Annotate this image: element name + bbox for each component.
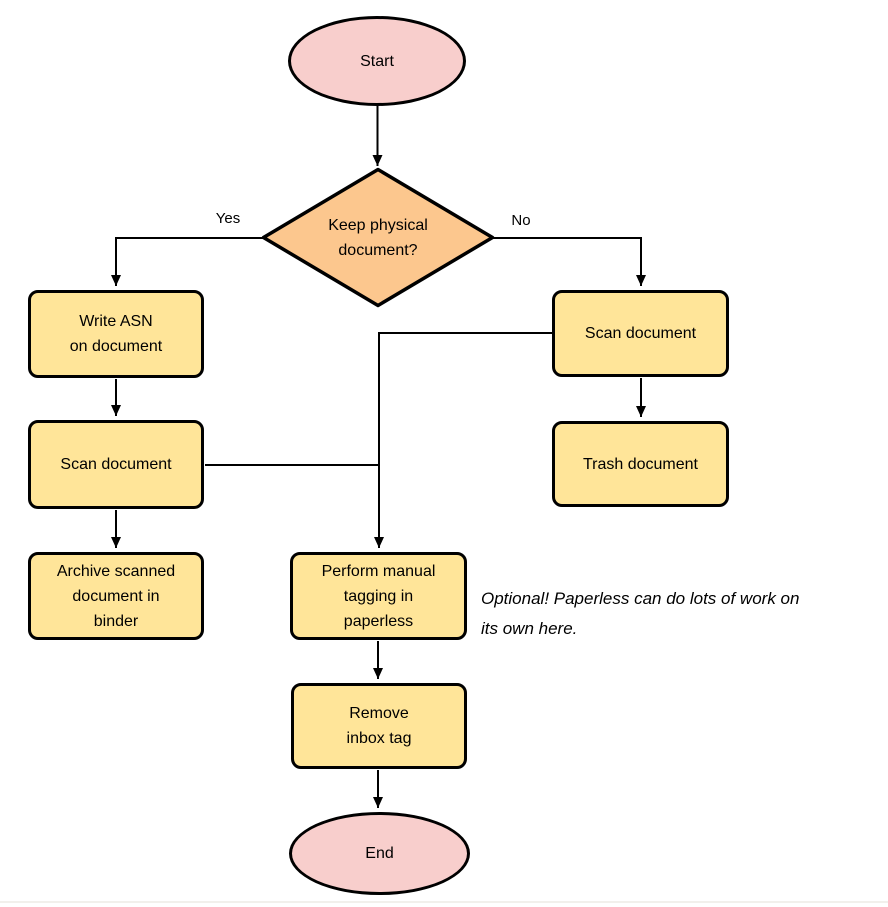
node-scan-document-right: Scan document [552, 290, 729, 377]
edge-decision-yes-to-write-asn [111, 237, 263, 286]
node-end: End [289, 812, 470, 895]
node-trash-label: Trash document [582, 455, 698, 473]
node-manual-tagging: Perform manual tagging in paperless [290, 552, 467, 640]
node-decision-label: Keep physical document? [328, 217, 428, 259]
node-start: Start [288, 16, 466, 106]
bottom-hairline [0, 901, 888, 903]
edge-label-no: No [496, 212, 546, 230]
node-scan-right-label: Scan document [584, 325, 697, 342]
node-end-label: End [365, 845, 394, 862]
node-archive-label: Archive scanned document in binder [56, 562, 176, 630]
edge-label-yes: Yes [203, 210, 253, 228]
node-write-asn-label: Write ASN on document [69, 313, 163, 355]
optional-note: Optional! Paperless can do lots of work … [481, 589, 800, 638]
node-tagging-label: Perform manual tagging in paperless [321, 562, 436, 630]
edge-decision-no-to-scan-right [493, 237, 646, 286]
node-start-label: Start [360, 52, 394, 70]
node-remove-inbox-label: Remove inbox tag [346, 705, 412, 747]
node-remove-inbox-tag: Remove inbox tag [291, 683, 467, 769]
node-write-asn: Write ASN on document [28, 290, 204, 378]
node-scan-left-label: Scan document [60, 456, 172, 473]
edge-scan-right-to-tagging [374, 332, 552, 548]
node-archive-binder: Archive scanned document in binder [28, 552, 204, 640]
node-trash-document: Trash document [552, 421, 729, 507]
decision-diamond-shape [261, 167, 495, 308]
node-scan-document-left: Scan document [28, 420, 204, 509]
